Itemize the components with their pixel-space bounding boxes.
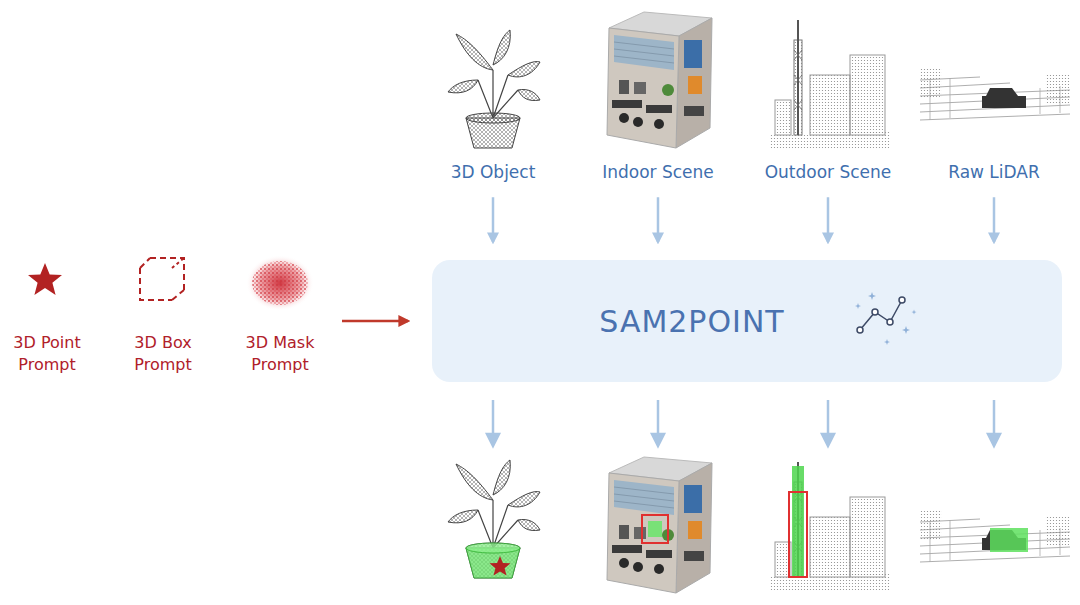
box-prompt-icon-part	[140, 258, 150, 268]
mask-prompt-cloud-part	[246, 255, 314, 311]
node-label: 3D Object	[451, 162, 536, 183]
constellation-dot	[857, 327, 863, 333]
mask-prompt-cloud-part	[252, 261, 308, 305]
outdoor-output-part	[792, 466, 804, 577]
output-arrows-part	[827, 400, 830, 436]
sparkle	[902, 326, 910, 334]
box-prompt-icon-part	[140, 268, 172, 300]
indoor-output-part	[642, 515, 668, 543]
indoor-output-part	[607, 457, 712, 593]
node-label: 3D Point Prompt	[3, 332, 91, 375]
flow-arrow	[657, 197, 660, 242]
output-illustrations	[448, 457, 1070, 593]
sparkle	[912, 310, 917, 315]
prompt-icons	[28, 255, 314, 311]
node-label: Indoor Scene	[602, 162, 714, 183]
flow-arrow	[827, 197, 830, 242]
model-name: SAM2POINT	[599, 304, 784, 339]
box-prompt-icon-part	[150, 258, 184, 290]
flow-arrow	[993, 197, 996, 242]
mask-prompt-cloud	[246, 255, 314, 311]
constellation-dot	[872, 309, 878, 315]
plant-output-part	[448, 460, 540, 578]
flow-arrow	[492, 197, 495, 242]
node-label: Raw LiDAR	[948, 162, 1040, 183]
outdoor-input	[770, 20, 890, 150]
output-arrows-part	[652, 434, 664, 446]
lidar-output-part	[920, 510, 1070, 562]
sparkle	[884, 339, 890, 345]
output-arrows-part	[487, 434, 499, 446]
input-illustrations	[448, 12, 1070, 150]
plant-output-part	[490, 556, 511, 576]
node-label: Outdoor Scene	[765, 162, 892, 183]
constellation-dot	[899, 297, 905, 303]
prompt-node: 3D Mask Prompt	[236, 252, 324, 375]
lidar-output	[920, 510, 1070, 562]
sparkle	[868, 292, 876, 300]
constellation-dot	[887, 319, 893, 325]
indoor-output	[607, 457, 712, 593]
constellation-line	[860, 300, 902, 330]
input-label-node: 3D Object	[447, 160, 540, 185]
node-label: 3D Box Prompt	[119, 332, 207, 375]
indoor-input	[607, 12, 712, 148]
output-arrows-part	[492, 400, 495, 436]
box-prompt-icon-part	[172, 258, 184, 268]
model-box: SAM2POINT	[432, 260, 1062, 382]
output-arrows-part	[822, 434, 834, 446]
output-arrows	[487, 400, 1000, 446]
prompt-node: 3D Box Prompt	[119, 252, 207, 375]
lidar-output-part	[990, 528, 1028, 552]
prompt-node: 3D Point Prompt	[3, 252, 91, 375]
box-prompt-icon-part	[172, 290, 184, 300]
input-label-node: Indoor Scene	[598, 160, 718, 185]
outdoor-output	[770, 462, 890, 592]
point-prompt-star	[28, 263, 62, 295]
plant-input	[448, 30, 540, 148]
output-arrows-part	[993, 400, 996, 436]
node-label: 3D Mask Prompt	[236, 332, 324, 375]
outdoor-output-part	[789, 492, 807, 577]
input-label-node: Raw LiDAR	[944, 160, 1044, 185]
flow-arrow	[342, 320, 408, 323]
input-label-node: Outdoor Scene	[761, 160, 896, 185]
outdoor-output-part	[770, 462, 890, 592]
output-arrows-part	[657, 400, 660, 436]
plant-output-part	[466, 543, 520, 553]
sparkle	[855, 303, 861, 309]
lidar-input	[920, 68, 1070, 120]
plant-output	[448, 460, 540, 578]
box-prompt-icon	[140, 258, 184, 300]
indoor-output-part	[648, 521, 662, 537]
output-arrows-part	[988, 434, 1000, 446]
